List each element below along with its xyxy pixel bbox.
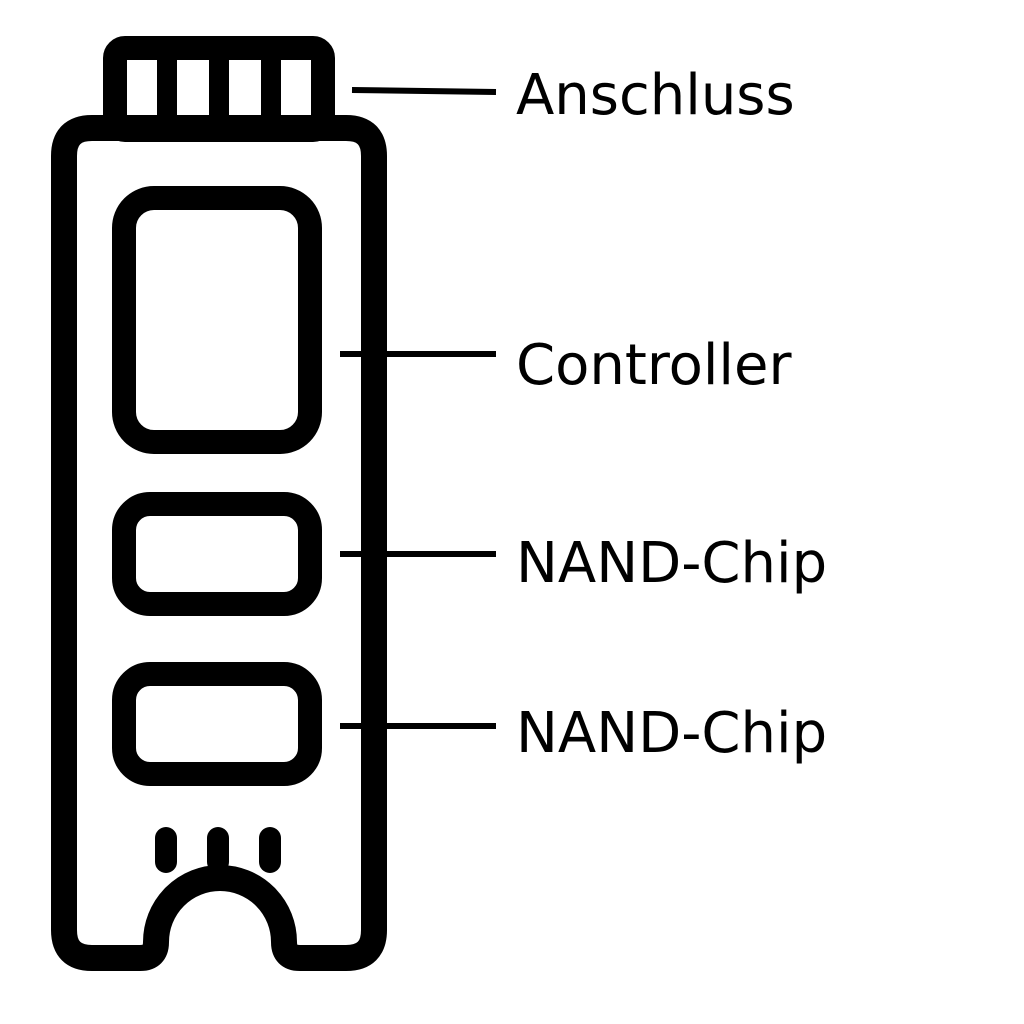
nand-chip-2 <box>112 662 322 786</box>
controller-chip <box>112 186 322 454</box>
leader-line-connector <box>351 87 497 95</box>
nand-chip-1 <box>112 492 322 616</box>
leader-lines <box>340 87 497 729</box>
contact-dots <box>155 827 281 873</box>
label-nand-chip-2: NAND-Chip <box>516 701 827 766</box>
label-connector: Anschluss <box>516 63 795 128</box>
label-controller: Controller <box>516 333 792 398</box>
board-outline <box>51 115 387 971</box>
label-nand-chip-1: NAND-Chip <box>516 531 827 596</box>
